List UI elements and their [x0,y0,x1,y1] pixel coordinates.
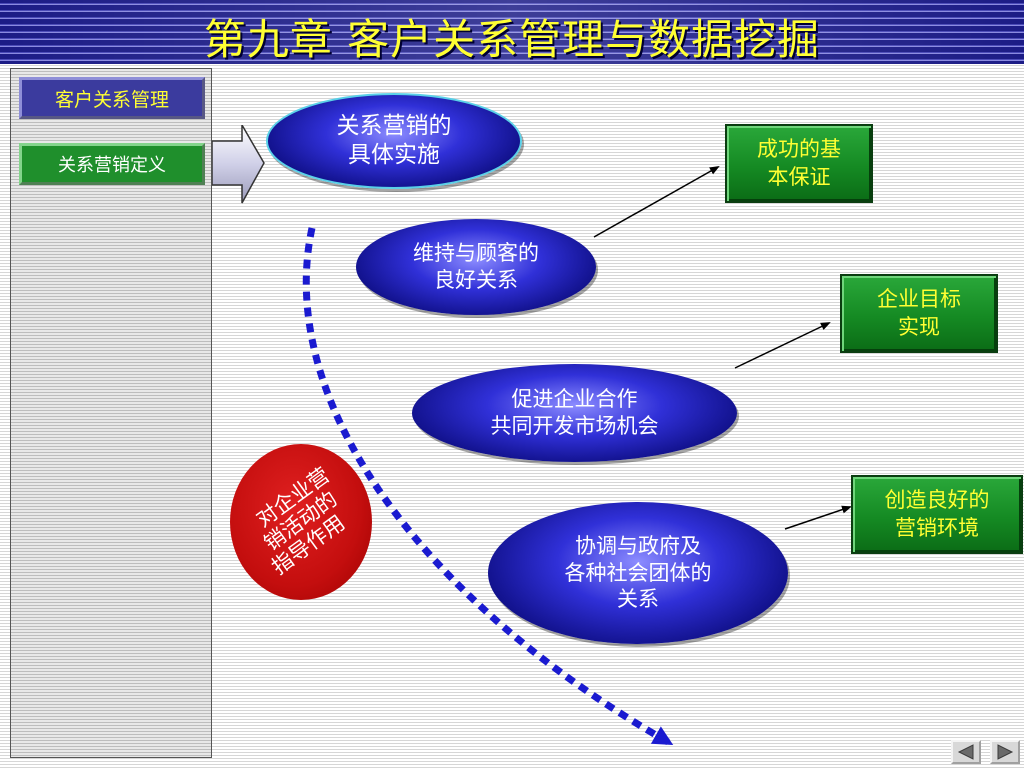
ellipse-text-line: 关系 [617,587,659,612]
ellipse-text-line: 关系营销的 [336,112,452,139]
next-slide-button[interactable] [990,740,1020,764]
ellipse-text-line: 各种社会团体的 [564,560,712,585]
sidebar-item-label: 关系营销定义 [58,155,166,176]
result-text-line: 营销环境 [895,515,979,540]
ellipse-text-line: 促进企业合作 [511,387,638,412]
ellipse-promote-enterprise-cooperation: 促进企业合作 共同开发市场机会 [412,364,737,462]
block-arrow-right-icon [212,125,265,204]
title-bar [0,0,1024,64]
result-text-line: 本保证 [767,164,831,189]
sidebar: 客户关系管理 关系营销定义 [10,68,212,758]
ellipse-text-line: 具体实施 [348,142,440,168]
sidebar-item-label: 客户关系管理 [54,88,169,111]
ellipse-text-line: 协调与政府及 [575,533,701,558]
result-text-line: 实现 [898,314,940,339]
connector-line-2 [734,322,831,369]
sidebar-item-relationship-marketing-definition[interactable]: 关系营销定义 [19,143,205,185]
connector-line-1 [593,166,720,238]
ellipse-text-line: 良好关系 [434,268,518,292]
triangle-right-icon [997,744,1014,760]
connector-line-3 [784,505,852,530]
result-box-marketing-environment: 创造良好的 营销环境 [851,475,1023,554]
result-box-enterprise-goals: 企业目标 实现 [840,274,998,353]
sidebar-item-customer-relationship-management[interactable]: 客户关系管理 [19,77,205,119]
ellipse-maintain-customer-relations: 维持与顾客的 良好关系 [356,219,596,315]
result-box-basic-guarantee: 成功的基 本保证 [725,124,873,203]
ellipse-text-line: 共同开发市场机会 [490,414,659,438]
result-text-line: 成功的基 [757,137,841,162]
dotted-guide-arrow [302,227,674,746]
ellipse-text-line: 维持与顾客的 [413,241,539,266]
triangle-left-icon [957,744,974,760]
result-text-line: 创造良好的 [884,488,990,513]
prev-slide-button[interactable] [951,740,981,764]
ellipse-relationship-marketing-implementation: 关系营销的 具体实施 [266,93,522,189]
page-title: 第九章 客户关系管理与数据挖掘 [203,15,821,64]
ellipse-coordinate-government-relations: 协调与政府及 各种社会团体的 关系 [488,502,788,644]
result-text-line: 企业目标 [877,287,961,312]
guide-circle: 对企业营 销活动的 指导作用 [230,444,372,600]
